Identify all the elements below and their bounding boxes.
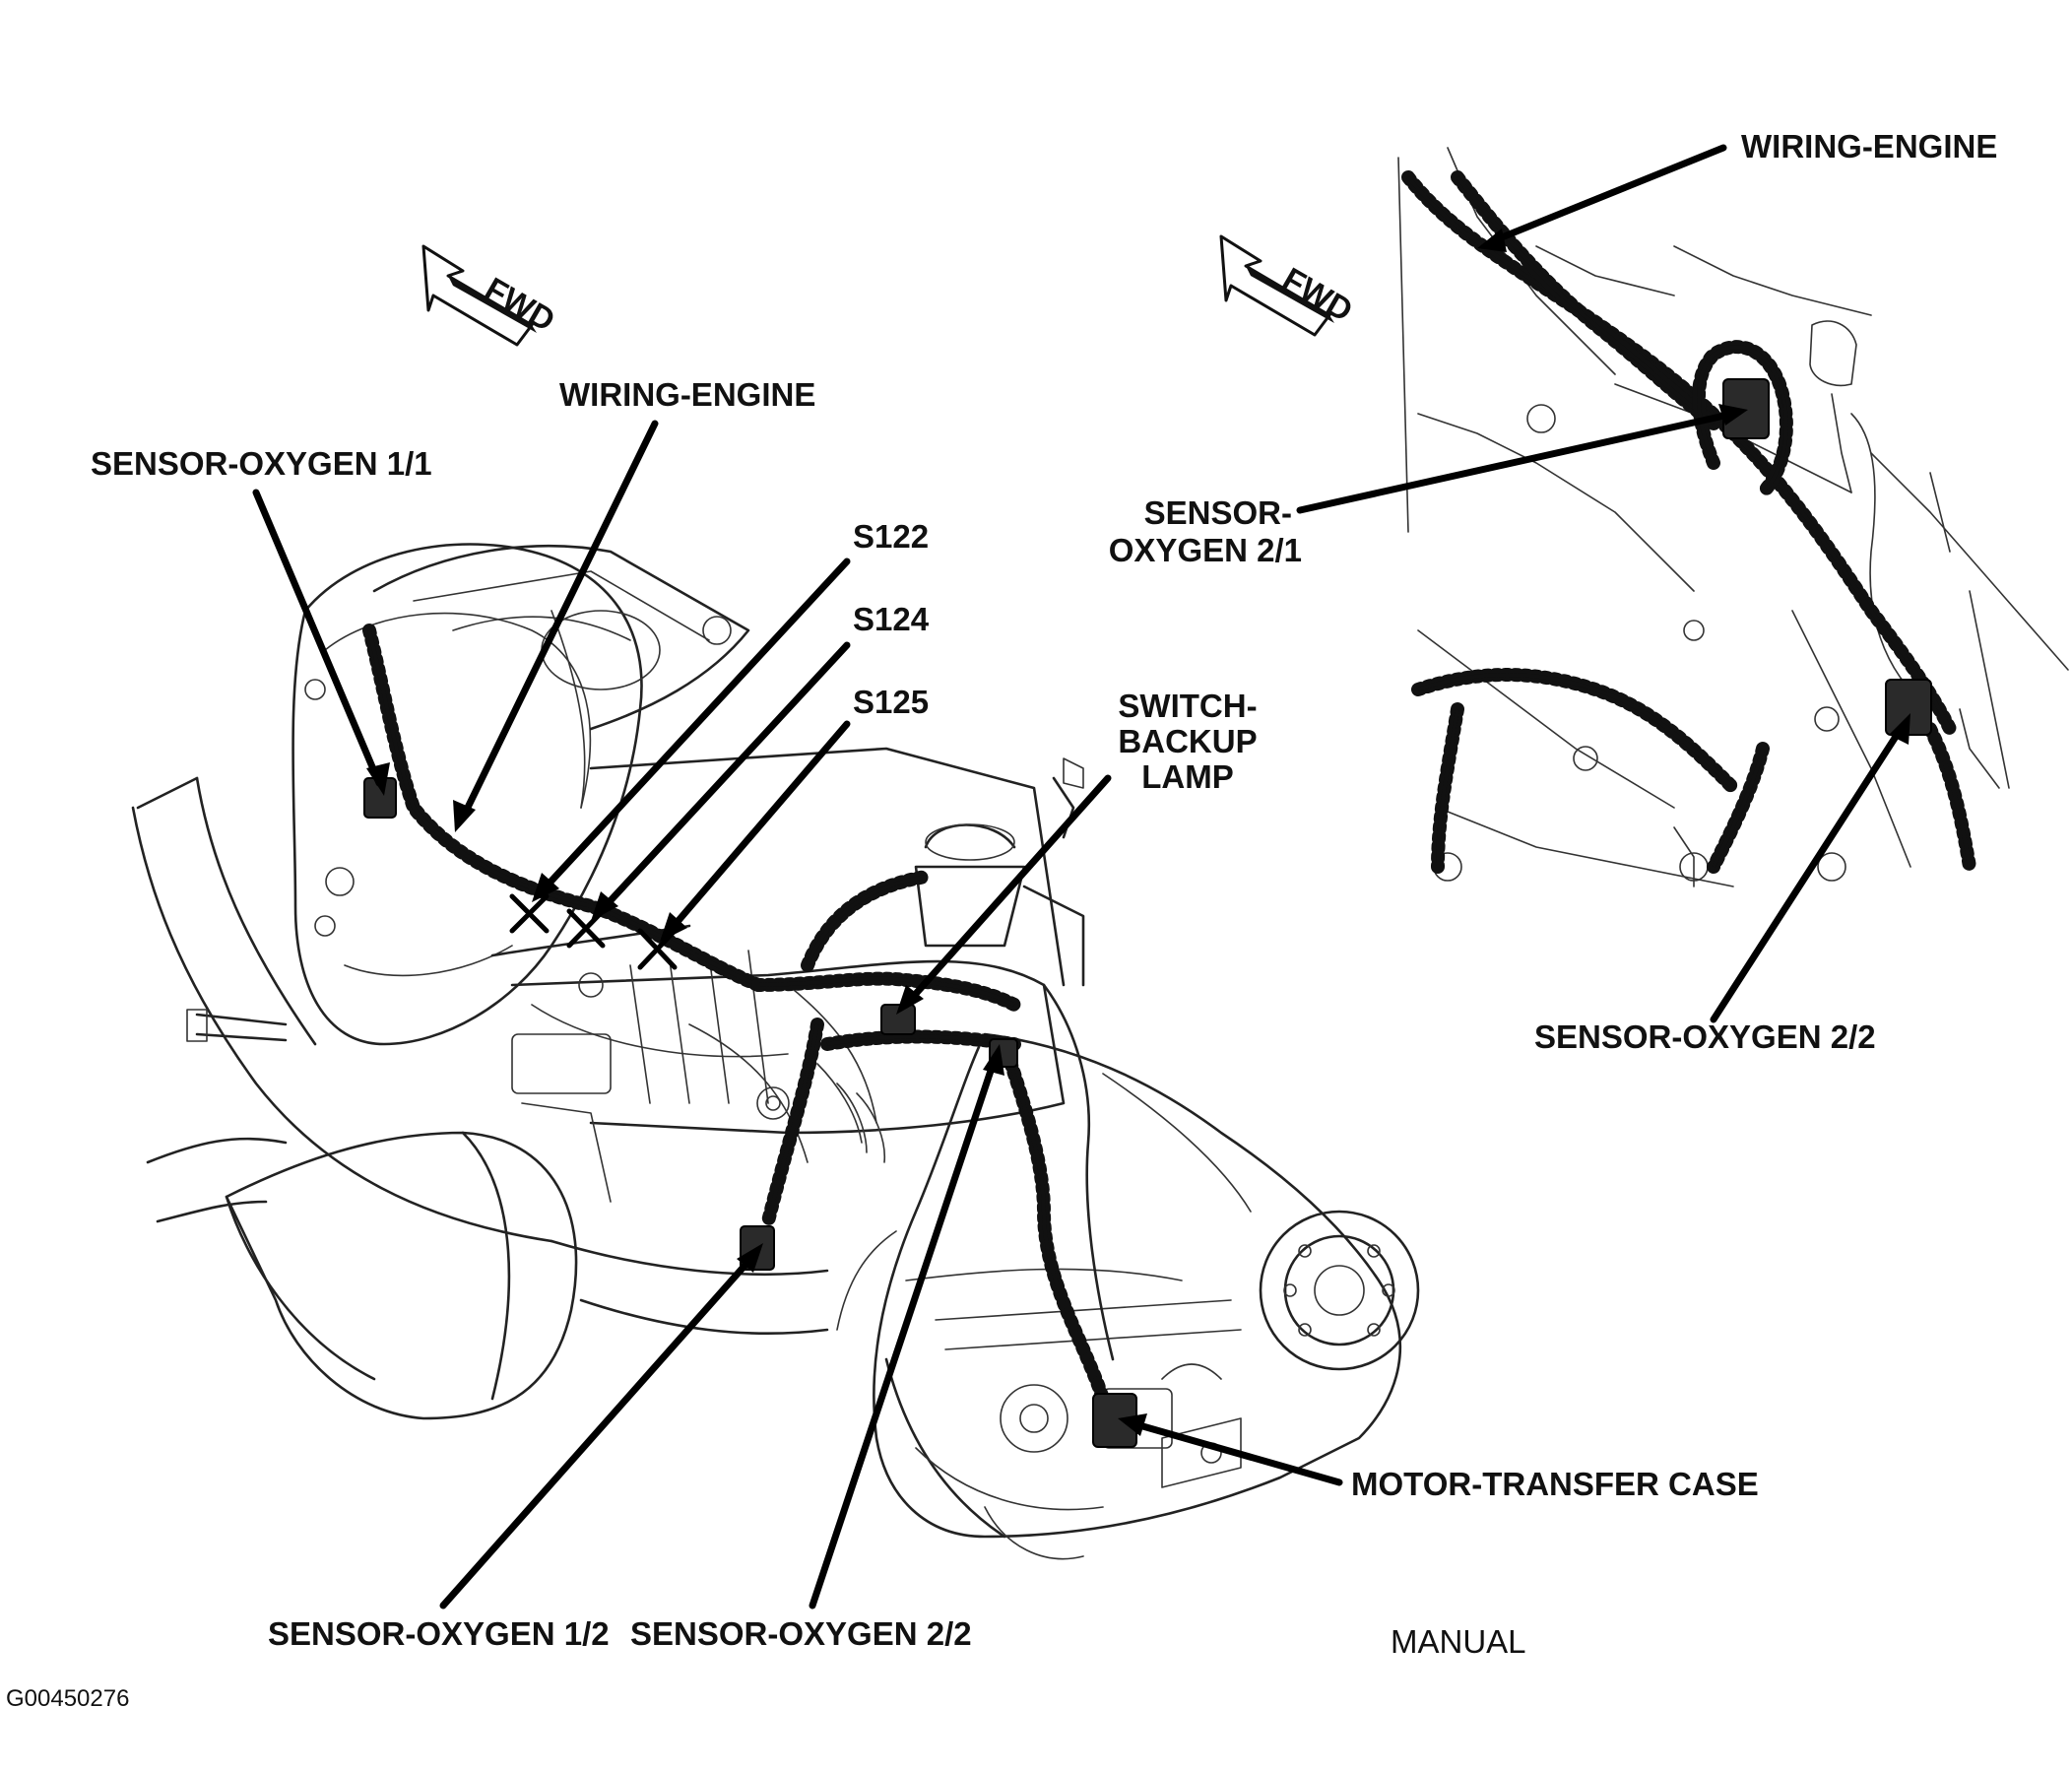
label-sensor-oxygen-2-1-line2: OXYGEN 2/1 <box>1109 532 1302 568</box>
label-wiring-engine-inset: WIRING-ENGINE <box>1741 128 1997 164</box>
label-manual: MANUAL <box>1391 1623 1526 1660</box>
transmission-assembly-drawing <box>131 543 1420 1560</box>
callout-labels: SENSOR-OXYGEN 1/1 WIRING-ENGINE S122 S12… <box>6 128 1997 1712</box>
label-sensor-oxygen-2-2-main: SENSOR-OXYGEN 2/2 <box>630 1615 972 1652</box>
label-s124: S124 <box>853 601 930 637</box>
label-sensor-oxygen-2-1-line1: SENSOR- <box>1144 494 1292 531</box>
label-sensor-oxygen-2-2-inset: SENSOR-OXYGEN 2/2 <box>1534 1018 1876 1055</box>
fwd-arrow-right <box>1219 234 1334 337</box>
switch-backup-lamp-connector <box>880 1004 916 1035</box>
label-s122: S122 <box>853 518 929 555</box>
label-switch-backup-lamp-line2: BACKUP <box>1118 723 1257 759</box>
fwd-arrow-left <box>421 244 537 347</box>
label-sensor-oxygen-1-2: SENSOR-OXYGEN 1/2 <box>268 1615 610 1652</box>
label-switch-backup-lamp-line3: LAMP <box>1141 758 1234 795</box>
label-wiring-engine-main: WIRING-ENGINE <box>559 376 815 413</box>
label-motor-transfer-case: MOTOR-TRANSFER CASE <box>1351 1466 1759 1502</box>
leader-arrowheads <box>366 229 1910 1436</box>
label-sensor-oxygen-1-1: SENSOR-OXYGEN 1/1 <box>91 445 432 482</box>
label-switch-backup-lamp-line1: SWITCH- <box>1118 688 1257 724</box>
label-s125: S125 <box>853 684 929 720</box>
inset-drawing <box>1397 147 2069 887</box>
figure-id: G00450276 <box>6 1685 129 1712</box>
leader-lines <box>252 144 1905 1609</box>
